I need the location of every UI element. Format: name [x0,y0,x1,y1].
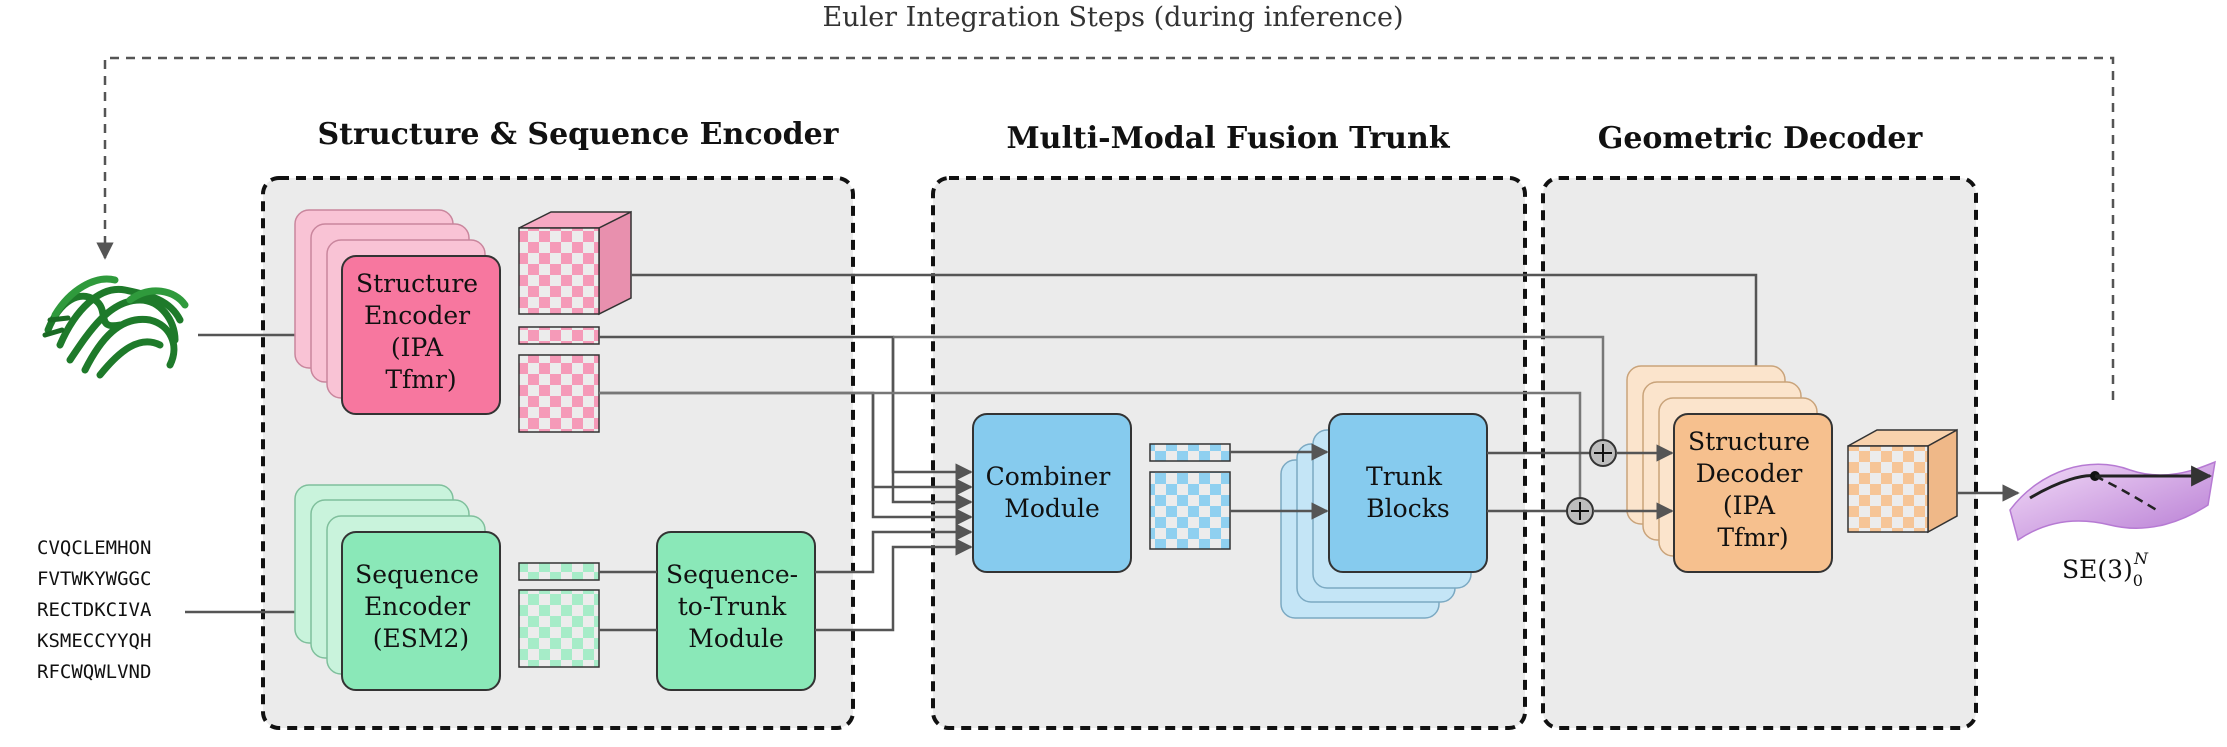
feedback-loop-arrow [96,56,2115,400]
structure-decoder-stack: Structure Decoder (IPA Tfmr) [1626,365,1833,573]
svg-text:Trunk Blocks: Trunk Blocks [1366,462,1450,523]
euler-steps-label: Euler Integration Steps (during inferenc… [822,2,1403,33]
trunk-pair-feature [1149,471,1231,550]
structure-encoder-label: Tfmr) [385,365,456,394]
sequence-to-trunk-label: Module [688,624,784,653]
structure-decoder-label: (IPA [1723,491,1776,520]
sequence-line: RECTDKCIVA [37,599,152,621]
structure-single-feature [518,326,600,345]
seq-pair-to-combiner-arrow [815,538,973,632]
trunk-section-title: Multi-Modal Fusion Trunk [1006,121,1450,156]
sequence-line: FVTWKYWGGC [37,568,151,590]
protein-structure-icon [42,275,189,379]
structure-encoder-stack: Structure Encoder (IPA Tfmr) [294,209,501,415]
sequence-pair-feature [518,589,600,668]
structure-encoder-label: (IPA [391,333,444,362]
sum-node-pair [1566,497,1594,525]
sequence-encoder-label: (ESM2) [373,624,469,653]
struct-pair-skip-line [599,391,1582,498]
structure-encoder-label: Encoder [364,301,470,330]
combiner-label: Module [1004,494,1100,523]
se3-manifold-icon [2009,460,2216,542]
decoder-output-cube [1847,428,1958,534]
sequence-encoder-label: Encoder [364,592,470,621]
encoder-section-title: Structure & Sequence Encoder [317,117,839,152]
sum-node-single [1589,439,1617,467]
trunk-blocks-label: Blocks [1366,494,1449,523]
svg-text:Structure Decoder: Structure Decoder (IPA Tfmr) [1688,427,1818,552]
sequence-line: RFCWQWLVND [37,661,151,683]
decoder-section-title: Geometric Decoder [1598,121,1924,156]
structure-pair-cube [518,210,632,316]
combiner-module: Combiner Module [972,413,1132,573]
svg-text:Combiner Module: Combiner Module [986,462,1119,523]
struct-pair-branch-arrow [871,393,973,526]
struct-single-skip-line [893,335,1605,440]
sequence-to-trunk-module: Sequence- to-Trunk Module [656,531,816,691]
structure-pair-feature [518,354,600,433]
trunk-blocks-label: Trunk [1366,462,1443,491]
seq-single-to-combiner-arrow [815,523,973,574]
trunk-blocks-stack: Trunk Blocks [1280,413,1488,619]
sequence-encoder-stack: Sequence Encoder (ESM2) [294,484,501,691]
combiner-label: Combiner [986,462,1111,491]
trunk-single-feature [1149,443,1231,462]
structure-decoder-label: Decoder [1696,459,1803,488]
structure-decoder-label: Tfmr) [1717,523,1788,552]
se3-label: SE(3)0N [2062,549,2149,590]
sequence-line: CVQCLEMHON [37,537,151,559]
sequence-single-feature [518,562,600,581]
sequence-encoder-label: Sequence [355,560,479,589]
structure-encoder-label: Structure [356,269,478,298]
structure-decoder-label: Structure [1688,427,1810,456]
sequence-to-trunk-label: to-Trunk [678,592,787,621]
svg-text:Sequence Encoder (: Sequence Encoder (ESM2) [355,560,487,653]
sequence-text: CVQCLEMHON FVTWKYWGGC RECTDKCIVA KSMECCY… [37,537,152,683]
svg-text:Structure Encoder: Structure Encoder (IPA Tfmr) [356,269,486,394]
sequence-line: KSMECCYYQH [37,630,151,652]
sequence-to-trunk-label: Sequence- [666,560,798,589]
svg-text:Sequence- to-Trunk: Sequence- to-Trunk Module [666,560,806,653]
